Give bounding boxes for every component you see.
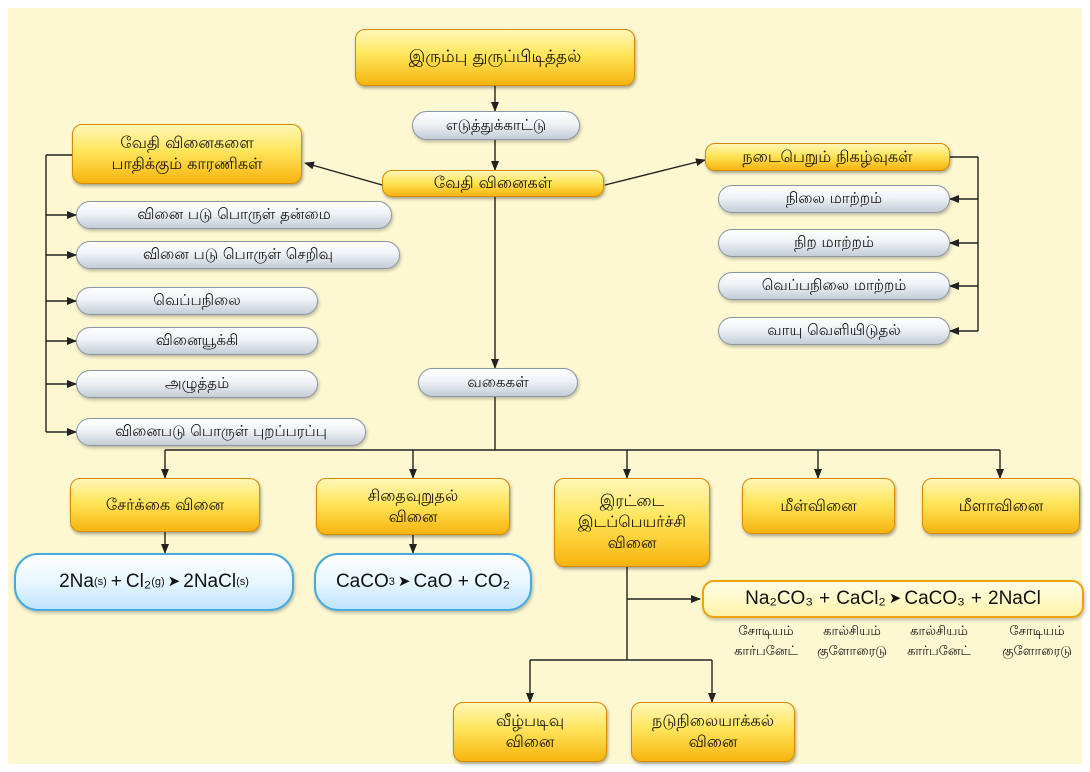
- event-change-of-colour: நிற மாற்றம்: [718, 229, 950, 257]
- name-calcium-chloride: கால்சியம் குளோரைடு: [817, 624, 887, 659]
- combination-reaction-box: சேர்க்கை வினை: [70, 478, 260, 532]
- neutralization-reaction-box: நடுநிலையாக்கல் வினை: [631, 702, 795, 762]
- factor-temperature: வெப்பநிலை: [76, 287, 318, 315]
- event-change-of-state: நிலை மாற்றம்: [718, 185, 950, 213]
- factor-nature-of-reactants: வினை படு பொருள் தன்மை: [76, 201, 392, 229]
- name-calcium-carbonate: கால்சியம் கார்பனேட்: [907, 624, 971, 659]
- example-pill: எடுத்துக்காட்டு: [412, 111, 580, 140]
- combination-equation: 2Na(s) + Cl₂(g) ➤ 2NaCl(s): [14, 553, 294, 611]
- example-label: எடுத்துக்காட்டு: [445, 115, 547, 134]
- double-displacement-reaction-box: இரட்டை இடப்பெயர்ச்சி வினை: [554, 478, 710, 567]
- types-pill: வகைகள்: [418, 368, 578, 397]
- factor-surface-area: வினைபடு பொருள் புறப்பரப்பு: [76, 418, 366, 446]
- factor-concentration-of-reactants: வினை படு பொருள் செறிவு: [76, 241, 400, 269]
- factors-label-line1: வேதி வினைகளை: [120, 133, 254, 153]
- event-evolution-of-gas: வாயு வெளியிடுதல்: [718, 317, 950, 345]
- double-displacement-equation: Na₂CO₃ + CaCl₂ ➤ CaCO₃ + 2NaCl: [702, 580, 1084, 618]
- events-box: நடைபெறும் நிகழ்வுகள்: [705, 143, 950, 171]
- name-sodium-carbonate: சோடியம் கார்பனேட்: [734, 624, 798, 659]
- factor-pressure: அழுத்தம்: [76, 370, 318, 398]
- reaction-arrow-icon: ➤: [888, 590, 902, 608]
- event-change-of-temperature: வெப்பநிலை மாற்றம்: [718, 272, 950, 300]
- precipitation-reaction-box: வீழ்படிவு வினை: [453, 702, 607, 762]
- chemical-reactions-label: வேதி வினைகள்: [433, 173, 553, 193]
- reversible-reaction-box: மீள்வினை: [742, 478, 895, 534]
- factor-catalyst: வினையூக்கி: [76, 327, 318, 355]
- rusting-of-iron-label: இரும்பு துருப்பிடித்தல்: [408, 47, 582, 68]
- rusting-of-iron-box: இரும்பு துருப்பிடித்தல்: [355, 29, 635, 86]
- irreversible-reaction-box: மீளாவினை: [922, 478, 1080, 534]
- decomposition-reaction-box: சிதைவுறுதல் வினை: [316, 478, 510, 535]
- chemical-reactions-box: வேதி வினைகள்: [382, 170, 604, 197]
- name-sodium-chloride: சோடியம் குளோரைடு: [1002, 624, 1072, 659]
- reaction-arrow-icon: ➤: [167, 573, 181, 591]
- types-label: வகைகள்: [467, 372, 529, 391]
- reaction-arrow-icon: ➤: [397, 573, 411, 591]
- factors-box: வேதி வினைகளை பாதிக்கும் காரணிகள்: [72, 124, 302, 184]
- events-label: நடைபெறும் நிகழ்வுகள்: [742, 146, 913, 166]
- factors-label-line2: பாதிக்கும் காரணிகள்: [111, 154, 263, 173]
